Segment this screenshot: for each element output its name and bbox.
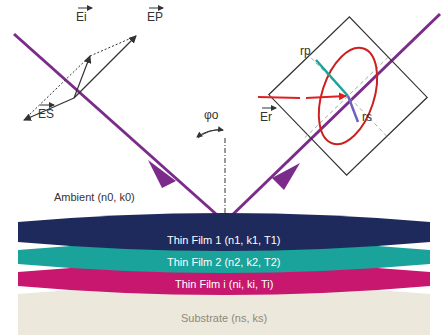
ep-vector	[74, 36, 136, 98]
beam-arrowhead	[272, 163, 300, 190]
rp-line	[316, 60, 348, 96]
layer-label: Thin Film i (ni, ki, Ti)	[175, 278, 273, 290]
diagram-label: EP	[147, 10, 163, 24]
layer-label: Thin Film 1 (n1, k1, T1)	[167, 234, 281, 246]
band-shape	[18, 212, 430, 252]
er-vector	[258, 97, 300, 98]
diagram-label: rp	[300, 44, 311, 58]
vector-overline	[78, 8, 92, 9]
vector-overline	[262, 108, 276, 109]
diagram-label: Ei	[76, 10, 87, 24]
incident-beam	[14, 34, 225, 222]
er-vector	[306, 96, 346, 98]
diagram-label: Er	[260, 110, 272, 124]
surface-normal	[225, 138, 226, 220]
diagram-label: ES	[38, 107, 54, 121]
beam-arrowhead	[148, 160, 176, 188]
layer-band: Thin Film 1 (n1, k1, T1)	[18, 212, 430, 252]
polarization-frame	[263, 11, 433, 181]
angle-arc	[198, 130, 223, 138]
reflected-beam	[225, 14, 440, 222]
rs-line	[348, 96, 358, 122]
dotted-component	[24, 56, 90, 120]
diagram-label: rs	[362, 110, 372, 124]
diagram-label: φo	[204, 108, 218, 122]
diagram-label: Ambient (n0, k0)	[54, 191, 135, 203]
vector-overline	[40, 105, 54, 106]
dotted-component	[90, 36, 136, 56]
es-vector	[24, 98, 74, 120]
layer-label: Thin Film 2 (n2, k2, T2)	[167, 256, 281, 268]
layer-label: Substrate (ns, ks)	[181, 312, 267, 324]
ei-vector	[74, 56, 90, 98]
angle-arc	[197, 130, 223, 137]
vector-overline	[149, 8, 163, 9]
